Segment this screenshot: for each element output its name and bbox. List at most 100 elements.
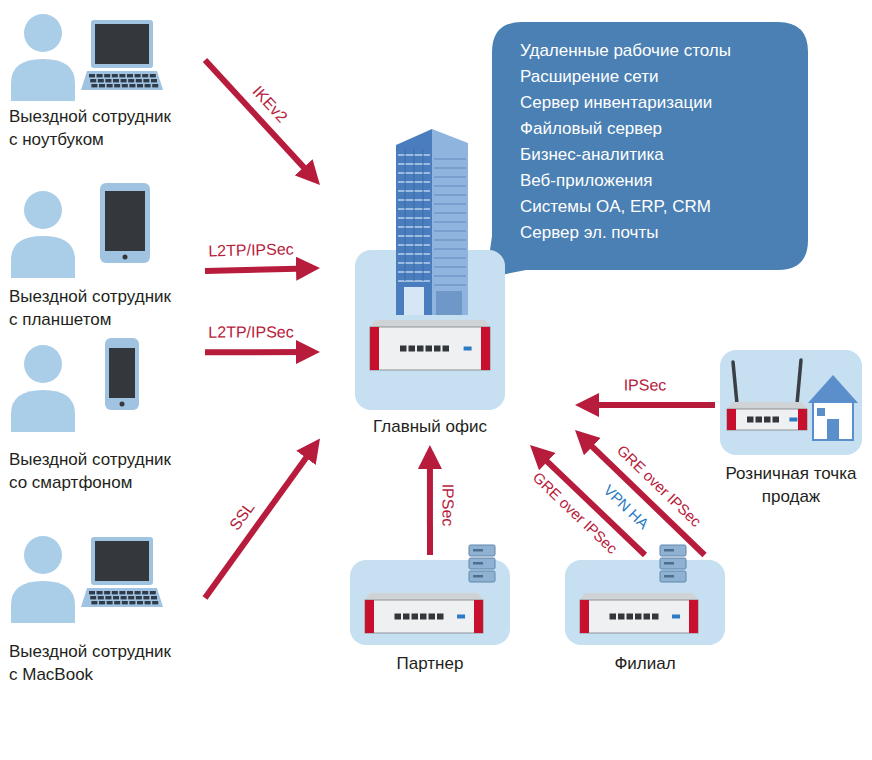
building-floor (434, 266, 466, 268)
worker-label: Выездной сотрудник со смартфоном (9, 448, 175, 494)
laptop-key (150, 74, 156, 77)
device-top (370, 320, 490, 327)
laptop-key (121, 596, 127, 599)
laptop-key (113, 596, 119, 599)
person-head (24, 191, 62, 229)
building-floor (434, 212, 466, 214)
device-port (747, 417, 754, 423)
laptop-key (105, 596, 111, 599)
laptop-key (122, 84, 128, 87)
laptop-key (114, 601, 120, 604)
laptop-key (129, 601, 135, 604)
device-port (417, 346, 424, 352)
server-slot (664, 575, 674, 578)
router-antenna (733, 362, 737, 404)
laptop-key (136, 596, 142, 599)
building-floor (434, 248, 466, 250)
device-port (644, 614, 651, 620)
protocol-label-holder: GRE over IPSec (529, 468, 621, 557)
building-face (396, 129, 432, 315)
site-label: Розничная точка продаж (724, 462, 858, 508)
laptop-key (137, 84, 143, 87)
laptop-key (128, 596, 134, 599)
laptop-key (143, 596, 149, 599)
callout-bubble (486, 22, 808, 278)
laptop-key (104, 74, 110, 77)
text-block: Выездной сотрудник с планшетом (9, 285, 175, 331)
building-floor (434, 221, 466, 223)
service-callout: Удаленные рабочие столыРасширение сетиСе… (492, 22, 808, 270)
remote-worker: Выездной сотрудник с MacBook (5, 525, 205, 690)
device-port (756, 417, 763, 423)
building-mullion (405, 149, 406, 281)
site-panel (350, 560, 510, 645)
service-item: Удаленные рабочие столы (520, 38, 731, 64)
laptop-key (128, 79, 134, 82)
device-ear (580, 600, 589, 633)
protocol-label: L2TP/IPSec (208, 239, 294, 260)
laptop-lid (91, 20, 153, 68)
laptop-key (137, 601, 143, 604)
service-item: Сервер инвентаризации (520, 90, 731, 116)
person-body (11, 390, 75, 432)
device-front (727, 409, 807, 430)
device-port (652, 614, 659, 620)
laptop-key (151, 79, 157, 82)
text-block: Удаленные рабочие столыРасширение сетиСе… (520, 38, 731, 246)
service-item: Бизнес-аналитика (520, 142, 731, 168)
laptop-key (104, 591, 110, 594)
site-label: Партнер (350, 652, 510, 675)
protocol-label-holder: IPSec (438, 484, 457, 527)
device-ear (798, 409, 807, 430)
laptop-key (142, 591, 148, 594)
device-top (727, 402, 807, 409)
server-unit (469, 571, 495, 582)
laptop-key (90, 596, 96, 599)
building-floor (434, 257, 466, 259)
protocol-label: IKEv2 (249, 82, 292, 126)
laptop-base (81, 71, 163, 90)
text-block: Главный офис (320, 415, 540, 438)
building-mullion (414, 149, 415, 281)
phone-body (105, 338, 139, 410)
building-floor (434, 275, 466, 277)
server-unit (660, 558, 686, 569)
protocol-label-holder: L2TP/IPSec (208, 239, 294, 260)
person-head (24, 14, 62, 52)
device-led (672, 615, 680, 619)
redundancy-label: VPN HA (599, 481, 652, 533)
person-body (11, 236, 75, 278)
laptop-key (99, 601, 105, 604)
laptop-key (112, 591, 118, 594)
laptop-key (121, 79, 127, 82)
laptop-key (114, 84, 120, 87)
laptop-key (97, 74, 103, 77)
protocol-label-holder: L2TP/IPSec (208, 323, 293, 342)
building-entrance (436, 291, 462, 315)
device-port (627, 614, 634, 620)
building-entrance (404, 287, 424, 315)
device-front (365, 600, 483, 633)
device-led (457, 615, 465, 619)
remote-worker: Выездной сотрудник со смартфоном (5, 330, 205, 498)
device-port (420, 614, 427, 620)
office-illustration (320, 115, 575, 445)
worker-label: Выездной сотрудник с MacBook (9, 640, 175, 686)
laptop-key (99, 84, 105, 87)
service-item: Веб-приложения (520, 168, 731, 194)
device-port (618, 614, 625, 620)
building-floor (434, 167, 466, 169)
laptop-key (89, 74, 95, 77)
device-port (412, 614, 419, 620)
device-port (395, 614, 402, 620)
laptop-key (151, 596, 157, 599)
laptop-key (145, 84, 151, 87)
building-floor (434, 230, 466, 232)
router-antenna (797, 360, 801, 404)
house-wall (813, 402, 853, 440)
service-item: Системы OA, ERP, CRM (520, 194, 731, 220)
house-window (817, 408, 825, 416)
laptop-key (89, 591, 95, 594)
laptop-key (143, 79, 149, 82)
site-label: Главный офис (320, 415, 540, 438)
